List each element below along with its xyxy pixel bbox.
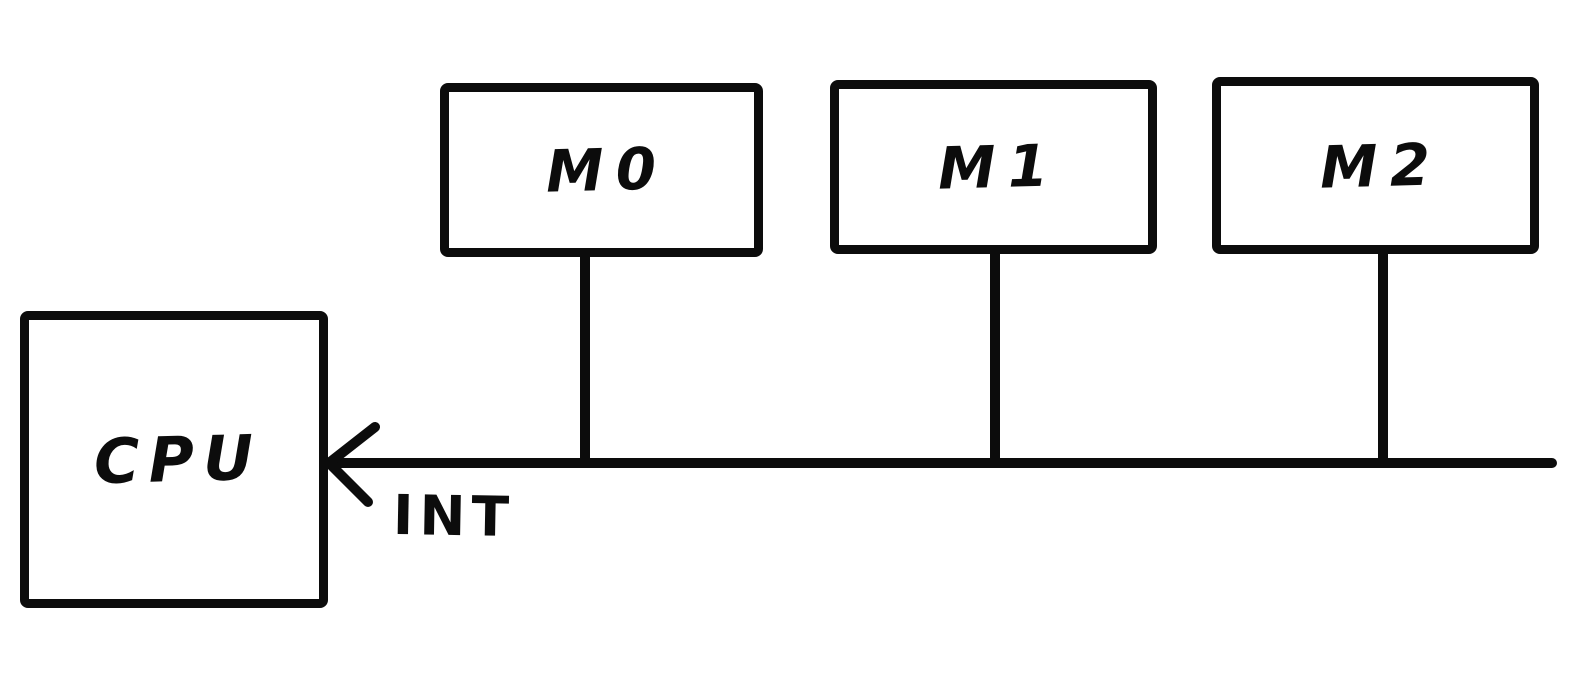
cpu-box: CPU — [20, 311, 328, 608]
connector-line-m1 — [990, 247, 1000, 464]
arrowhead-icon — [324, 422, 380, 507]
connector-line-m0 — [580, 250, 590, 464]
module-label-m2: M2 — [1319, 129, 1444, 202]
bus-line — [327, 458, 1557, 468]
module-box-m1: M1 — [830, 80, 1157, 254]
module-box-m0: M0 — [440, 83, 763, 257]
module-label-m0: M0 — [545, 134, 670, 206]
module-label-m1: M1 — [937, 131, 1062, 203]
cpu-label: CPU — [93, 420, 264, 499]
module-box-m2: M2 — [1212, 77, 1539, 254]
connector-line-m2 — [1378, 246, 1388, 464]
bus-arrow-label: INT — [392, 482, 516, 550]
